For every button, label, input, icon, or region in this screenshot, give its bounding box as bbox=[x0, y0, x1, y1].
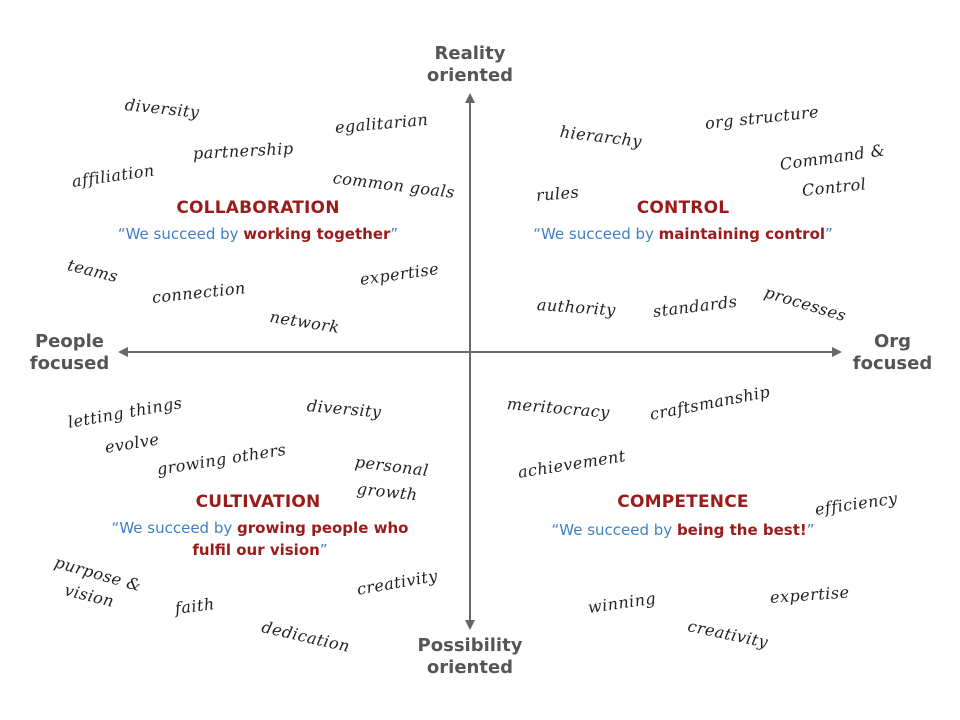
word-rules: rules bbox=[535, 182, 580, 205]
quadrant-title-competence: COMPETENCE bbox=[617, 492, 749, 512]
quadrant-motto-competence: “We succeed by being the best!” bbox=[551, 521, 815, 539]
quadrant-title-collaboration: COLLABORATION bbox=[176, 198, 340, 218]
quadrant-motto-collaboration: “We succeed by working together” bbox=[117, 225, 399, 243]
quadrant-title-control: CONTROL bbox=[636, 198, 730, 218]
quadrant-motto-control: “We succeed by maintaining control” bbox=[533, 225, 833, 243]
quadrant-title-cultivation: CULTIVATION bbox=[195, 492, 321, 512]
quadrant-motto-cultivation: “We succeed by growing people who fulfil… bbox=[111, 519, 409, 559]
